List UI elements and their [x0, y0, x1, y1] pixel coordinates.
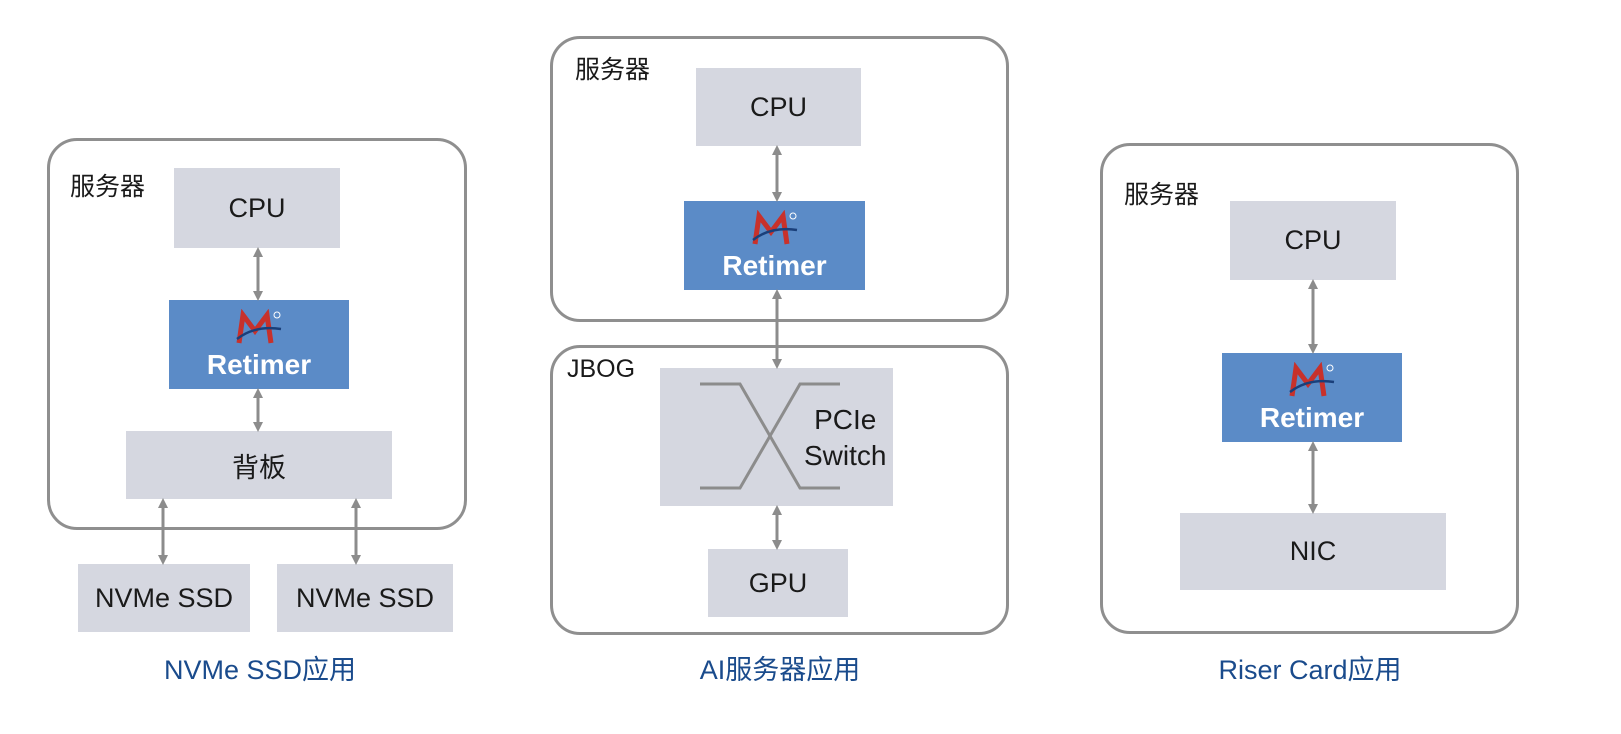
server-label: 服务器	[1124, 181, 1200, 209]
caption-ai-server: AI服务器应用	[699, 655, 861, 685]
cpu-box: CPU	[696, 68, 861, 146]
nvme-ssd-box: NVMe SSD	[277, 564, 453, 632]
nic-box: NIC	[1180, 513, 1446, 590]
montage-logo-icon	[1288, 361, 1336, 400]
server-frame-nvme	[47, 138, 467, 530]
montage-logo-icon	[751, 209, 799, 248]
server-frame-riser	[1100, 143, 1519, 634]
retimer-label: Retimer	[722, 249, 827, 281]
nvme-ssd-box: NVMe SSD	[78, 564, 250, 632]
switch-label-line1: PCIe	[814, 404, 877, 435]
pcie-switch-box: PCIe Switch	[660, 368, 893, 506]
retimer-box: Retimer	[1222, 353, 1402, 442]
cpu-box: CPU	[1230, 201, 1396, 280]
jbog-label: JBOG	[567, 355, 636, 383]
gpu-box: GPU	[708, 549, 848, 617]
caption-nvme: NVMe SSD应用	[163, 655, 357, 685]
caption-riser-card: Riser Card应用	[1218, 655, 1402, 685]
retimer-label: Retimer	[206, 348, 312, 380]
retimer-label: Retimer	[1259, 401, 1365, 433]
crossbar-switch-icon	[660, 368, 893, 513]
server-label: 服务器	[70, 173, 146, 201]
switch-label-line2: Switch	[804, 440, 887, 471]
backplane-box: 背板	[126, 431, 392, 499]
retimer-box: Retimer	[684, 201, 865, 290]
pcie-switch-label: PCIe Switch	[804, 402, 886, 474]
cpu-box: CPU	[174, 168, 340, 248]
montage-logo-icon	[235, 308, 283, 347]
server-label: 服务器	[575, 56, 651, 84]
retimer-box: Retimer	[169, 300, 349, 389]
